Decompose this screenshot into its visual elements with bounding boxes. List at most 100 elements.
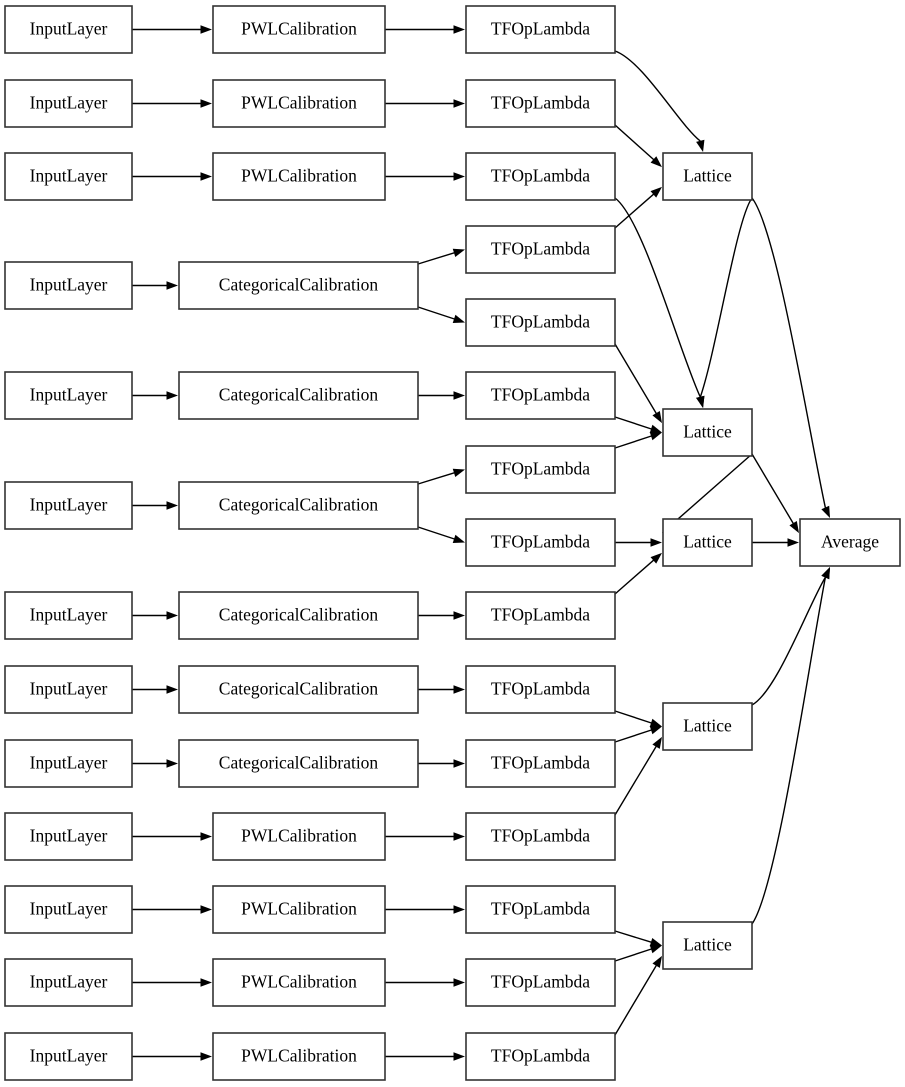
node-box[interactable] [178, 481, 419, 530]
node-categorical-calibration-cal7[interactable]: CategoricalCalibration [178, 591, 419, 640]
node-pwlcalibration-cal11[interactable]: PWLCalibration [212, 885, 386, 934]
node-box[interactable] [4, 812, 133, 861]
node-input-layer-in5[interactable]: InputLayer [4, 371, 133, 420]
node-box[interactable] [4, 591, 133, 640]
node-box[interactable] [4, 79, 133, 128]
node-lattice-lat3[interactable]: Lattice [662, 518, 753, 567]
node-tfop-lambda-tf14[interactable]: TFOpLambda [465, 958, 616, 1007]
node-tfop-lambda-tf1[interactable]: TFOpLambda [465, 5, 616, 54]
node-box[interactable] [4, 958, 133, 1007]
node-pwlcalibration-cal12[interactable]: PWLCalibration [212, 958, 386, 1007]
node-box[interactable] [465, 812, 616, 861]
node-box[interactable] [465, 665, 616, 714]
node-box[interactable] [4, 5, 133, 54]
node-tfop-lambda-tf2[interactable]: TFOpLambda [465, 79, 616, 128]
node-box[interactable] [465, 298, 616, 347]
node-input-layer-in6[interactable]: InputLayer [4, 481, 133, 530]
node-lattice-lat1[interactable]: Lattice [662, 152, 753, 201]
node-tfop-lambda-tf12[interactable]: TFOpLambda [465, 812, 616, 861]
node-box[interactable] [212, 79, 386, 128]
node-box[interactable] [662, 921, 753, 970]
node-pwlcalibration-cal13[interactable]: PWLCalibration [212, 1032, 386, 1081]
node-tfop-lambda-tf10[interactable]: TFOpLambda [465, 665, 616, 714]
node-categorical-calibration-cal4[interactable]: CategoricalCalibration [178, 261, 419, 310]
node-categorical-calibration-cal8[interactable]: CategoricalCalibration [178, 665, 419, 714]
node-box[interactable] [465, 518, 616, 567]
node-box[interactable] [662, 518, 753, 567]
node-input-layer-in1[interactable]: InputLayer [4, 5, 133, 54]
node-pwlcalibration-cal3[interactable]: PWLCalibration [212, 152, 386, 201]
node-lattice-lat4[interactable]: Lattice [662, 702, 753, 751]
node-box[interactable] [212, 152, 386, 201]
node-box[interactable] [465, 225, 616, 274]
node-box[interactable] [212, 885, 386, 934]
node-box[interactable] [465, 5, 616, 54]
node-box[interactable] [465, 1032, 616, 1081]
edge-tf10-to-lat4 [614, 710, 652, 724]
node-input-layer-in10[interactable]: InputLayer [4, 812, 133, 861]
node-input-layer-in3[interactable]: InputLayer [4, 152, 133, 201]
node-input-layer-in7[interactable]: InputLayer [4, 591, 133, 640]
node-box[interactable] [465, 591, 616, 640]
node-categorical-calibration-cal5[interactable]: CategoricalCalibration [178, 371, 419, 420]
node-box[interactable] [212, 1032, 386, 1081]
node-tfop-lambda-tf8[interactable]: TFOpLambda [465, 518, 616, 567]
node-box[interactable] [465, 958, 616, 1007]
node-box[interactable] [212, 812, 386, 861]
node-box[interactable] [4, 371, 133, 420]
node-box[interactable] [4, 152, 133, 201]
node-box[interactable] [662, 702, 753, 751]
node-box[interactable] [178, 591, 419, 640]
node-lattice-lat2[interactable]: Lattice [662, 408, 753, 457]
node-box[interactable] [465, 885, 616, 934]
node-tfop-lambda-tf9[interactable]: TFOpLambda [465, 591, 616, 640]
node-box[interactable] [465, 79, 616, 128]
node-box[interactable] [4, 885, 133, 934]
node-tfop-lambda-tf4[interactable]: TFOpLambda [465, 225, 616, 274]
node-box[interactable] [178, 261, 419, 310]
node-box[interactable] [178, 665, 419, 714]
node-categorical-calibration-cal6[interactable]: CategoricalCalibration [178, 481, 419, 530]
edge-tf13-to-lat5 [614, 930, 652, 943]
node-input-layer-in4[interactable]: InputLayer [4, 261, 133, 310]
node-box[interactable] [662, 152, 753, 201]
node-input-layer-in12[interactable]: InputLayer [4, 958, 133, 1007]
node-tfop-lambda-tf11[interactable]: TFOpLambda [465, 739, 616, 788]
node-box[interactable] [212, 958, 386, 1007]
node-box[interactable] [4, 665, 133, 714]
node-tfop-lambda-tf6[interactable]: TFOpLambda [465, 371, 616, 420]
node-input-layer-in11[interactable]: InputLayer [4, 885, 133, 934]
node-tfop-lambda-tf5[interactable]: TFOpLambda [465, 298, 616, 347]
node-box[interactable] [662, 408, 753, 457]
arrowhead-cal9-to-tf11 [453, 759, 465, 768]
node-tfop-lambda-tf3[interactable]: TFOpLambda [465, 152, 616, 201]
node-tfop-lambda-tf13[interactable]: TFOpLambda [465, 885, 616, 934]
node-average-avg[interactable]: Average [799, 518, 901, 567]
node-box[interactable] [465, 445, 616, 494]
node-input-layer-in8[interactable]: InputLayer [4, 665, 133, 714]
node-box[interactable] [799, 518, 901, 567]
node-pwlcalibration-cal2[interactable]: PWLCalibration [212, 79, 386, 128]
node-categorical-calibration-cal9[interactable]: CategoricalCalibration [178, 739, 419, 788]
node-input-layer-in2[interactable]: InputLayer [4, 79, 133, 128]
node-box[interactable] [465, 739, 616, 788]
node-box[interactable] [178, 739, 419, 788]
node-pwlcalibration-cal1[interactable]: PWLCalibration [212, 5, 386, 54]
arrowhead-tf13-to-lat5 [649, 938, 662, 947]
node-tfop-lambda-tf15[interactable]: TFOpLambda [465, 1032, 616, 1081]
node-lattice-lat5[interactable]: Lattice [662, 921, 753, 970]
node-box[interactable] [212, 5, 386, 54]
node-box[interactable] [178, 371, 419, 420]
arrowhead-in4-to-cal4 [166, 281, 178, 290]
node-pwlcalibration-cal10[interactable]: PWLCalibration [212, 812, 386, 861]
node-box[interactable] [4, 1032, 133, 1081]
node-input-layer-in9[interactable]: InputLayer [4, 739, 133, 788]
node-box[interactable] [465, 371, 616, 420]
node-box[interactable] [4, 739, 133, 788]
node-tfop-lambda-tf7[interactable]: TFOpLambda [465, 445, 616, 494]
node-box[interactable] [4, 481, 133, 530]
arrowhead-tf10-to-lat4 [649, 718, 662, 727]
node-box[interactable] [4, 261, 133, 310]
node-box[interactable] [465, 152, 616, 201]
node-input-layer-in13[interactable]: InputLayer [4, 1032, 133, 1081]
